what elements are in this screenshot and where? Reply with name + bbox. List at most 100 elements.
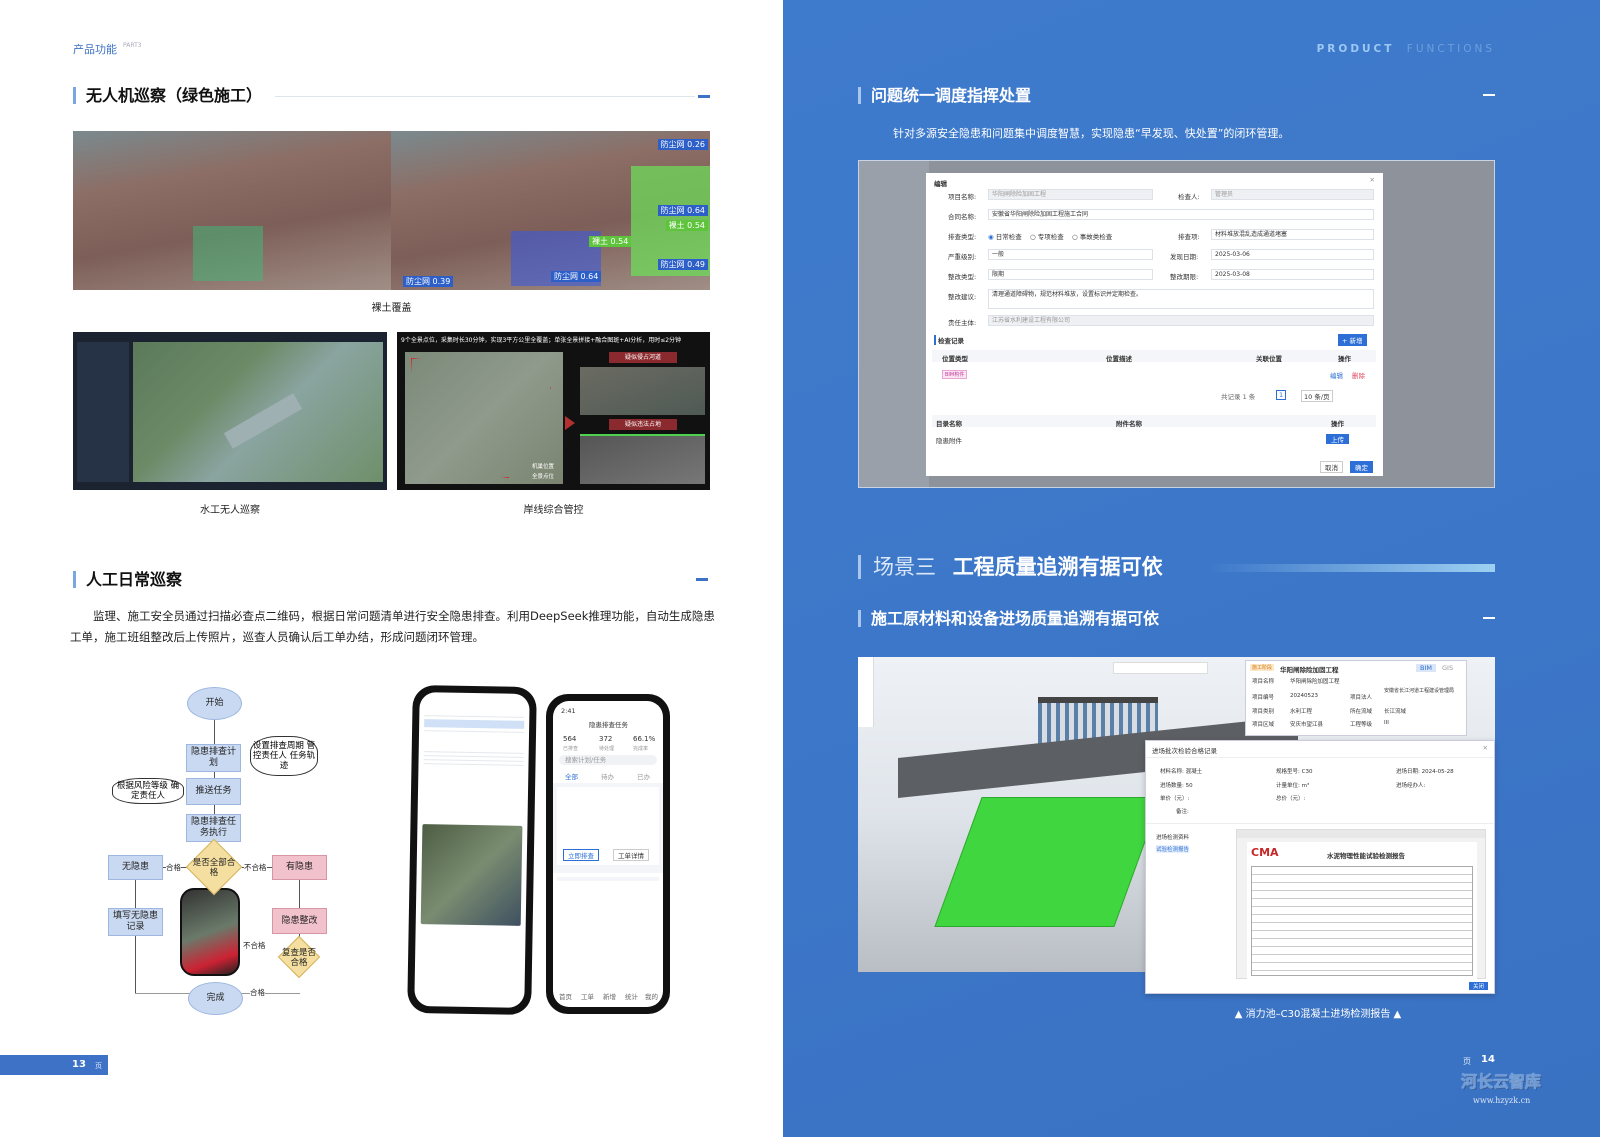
material-field: 进场数量: 50 <box>1160 783 1193 789</box>
nav-add[interactable]: 新增 <box>603 993 616 1001</box>
manual-paragraph: 监理、施工安全员通过扫描必查点二维码，根据日常问题清单进行安全隐患排查。利用De… <box>70 609 715 644</box>
edit-link[interactable]: 编辑 <box>1330 372 1343 380</box>
page-size-select[interactable]: 10 条/页 <box>1301 390 1333 402</box>
detection-tag: 防尘网 0.64 <box>551 271 602 282</box>
header-word-product: PRODUCT <box>1316 43 1395 55</box>
phone-search-input[interactable]: 搜索计划/任务 <box>559 755 657 765</box>
tree-item-selected[interactable]: 试验检测报告 <box>1156 845 1190 853</box>
info-key: 项目区域 <box>1252 722 1275 728</box>
project-title: 华阳闸除险加固工程 <box>1280 666 1339 674</box>
top-toolbar[interactable] <box>1113 662 1208 674</box>
rectify-type-select[interactable]: 限期 <box>988 269 1153 280</box>
caption-hydraulic: 水工无人巡察 <box>200 505 260 516</box>
project-name-field[interactable]: 华阳闸除险加固工程 <box>988 189 1153 200</box>
info-value: 水利工程 <box>1290 709 1313 715</box>
tab-bim[interactable]: BIM <box>1416 664 1436 672</box>
field-label: 检查人: <box>1178 193 1200 201</box>
status-badge: 施工阶段 <box>1250 664 1275 671</box>
contract-field[interactable]: 安徽省华阳闸除险加固工程施工合同 <box>988 209 1374 220</box>
section-title-manual: 人工日常巡察 <box>73 571 182 588</box>
deadline-field[interactable]: 2025-03-08 <box>1211 269 1374 280</box>
hydraulic-drone-screenshot <box>73 332 387 490</box>
section-dash <box>696 578 708 581</box>
triangle-icon: ▲ <box>1393 1009 1402 1020</box>
start-inspection-button[interactable]: 立即排查 <box>563 849 599 861</box>
flow-execute: 隐患排查任务执行 <box>186 814 241 842</box>
records-title: 检查记录 <box>934 335 964 345</box>
severity-select[interactable]: 一般 <box>988 249 1153 260</box>
project-info-panel: 施工阶段 华阳闸除险加固工程 BIM GIS 项目名称 华阳闸除险加固工程 项目… <box>1245 660 1467 736</box>
shoreline-banner: 9个全景点位，采集时长30分钟，实现3平方公里全覆盖；单张全景拼接+融合图斑+A… <box>401 337 682 344</box>
material-field: 单价（元）: <box>1160 796 1190 802</box>
delete-link[interactable]: 删除 <box>1352 372 1365 380</box>
subsection-title: 施工原材料和设备进场质量追溯有据可依 <box>858 610 1159 627</box>
radio-accident[interactable]: ○ 事故类检查 <box>1072 233 1113 241</box>
upload-button[interactable]: 上传 <box>1326 434 1349 444</box>
flow-label-fail-2: 不合格 <box>243 940 266 951</box>
cancel-button[interactable]: 取消 <box>1320 461 1343 473</box>
flow-finish: 完成 <box>188 982 243 1015</box>
phone-screen-tasks: 2:41 隐患排查任务 564 已排查 372 待处理 66.1% 完成率 搜索… <box>553 701 663 1007</box>
field-label: 严重级别: <box>948 253 977 261</box>
table-header: 位置描述 <box>1106 355 1132 363</box>
scene-gradient-bar <box>1208 564 1495 572</box>
phone-tab[interactable]: 待办 <box>601 773 614 781</box>
page-prefix: 页 <box>1463 1057 1471 1066</box>
shoreline-screenshot: 9个全景点位，采集时长30分钟，实现3平方公里全覆盖；单张全景拼接+融合图斑+A… <box>397 332 710 490</box>
header-word-functions: FUNCTIONS <box>1406 43 1495 55</box>
radio-special[interactable]: ○ 专项检查 <box>1030 233 1064 241</box>
detection-tag: 裸土 0.54 <box>589 236 632 247</box>
info-value: 长江流域 <box>1384 709 1407 715</box>
label-illegal-land: 疑似违法占地 <box>609 419 677 430</box>
close-icon[interactable]: ✕ <box>1369 176 1375 184</box>
view-toolbar[interactable] <box>858 657 874 727</box>
nav-profile[interactable]: 我的 <box>645 993 658 1001</box>
found-date-field[interactable]: 2025-03-06 <box>1211 249 1374 260</box>
page-suffix: 页 <box>95 1062 102 1070</box>
flow-push: 推送任务 <box>186 778 241 805</box>
info-key: 项目名称 <box>1252 679 1275 685</box>
detection-tag: 防尘网 0.49 <box>657 259 708 270</box>
phone-left <box>407 684 537 1016</box>
nav-home[interactable]: 首页 <box>559 993 572 1001</box>
field-label: 项目名称: <box>948 193 977 201</box>
info-key: 工程等级 <box>1350 722 1373 728</box>
table-header: 目录名称 <box>936 420 962 428</box>
flow-rectify: 隐患整改 <box>272 908 327 934</box>
nav-stats[interactable]: 统计 <box>625 993 638 1001</box>
left-page: 产品功能 PART3 无人机巡察（绿色施工） 防尘网 0.26 防尘网 0.64… <box>0 0 783 1137</box>
flow-has-hazard: 有隐患 <box>272 855 327 880</box>
table-header: 附件名称 <box>1116 420 1142 428</box>
check-item-field[interactable]: 材料堆放混乱造成通道堵塞 <box>1211 229 1374 240</box>
position-type-tag: BIM构件 <box>942 370 968 379</box>
nav-orders[interactable]: 工单 <box>581 993 594 1001</box>
order-detail-button[interactable]: 工单详情 <box>613 849 649 861</box>
divider <box>275 96 695 97</box>
legend-nest: 机巢位置 <box>532 464 555 470</box>
confirm-button[interactable]: 确定 <box>1350 461 1373 473</box>
material-field: 进场日期: 2024-05-28 <box>1396 769 1454 775</box>
add-record-button[interactable]: + 新增 <box>1338 334 1367 346</box>
page-header-en: PRODUCT FUNCTIONS <box>1317 43 1495 55</box>
pagination-page[interactable]: 1 <box>1276 390 1287 400</box>
info-value: 安庆市望江县 <box>1290 722 1324 728</box>
responsible-field[interactable]: 江苏省水利建设工程有限公司 <box>988 315 1374 326</box>
stat-value: 66.1% <box>633 735 656 743</box>
section-title-drone: 无人机巡察（绿色施工） <box>73 87 262 104</box>
close-icon[interactable]: ✕ <box>1482 744 1488 752</box>
phone-tab[interactable]: 已办 <box>637 773 650 781</box>
tab-gis[interactable]: GIS <box>1442 664 1454 672</box>
suggestion-textarea[interactable]: 清理通道障碍物，规范材料堆放，设置标识并定期检查。 <box>988 289 1374 309</box>
section-dash <box>1483 617 1495 619</box>
close-button[interactable]: 关闭 <box>1468 982 1488 990</box>
drone-photo-original <box>73 131 391 290</box>
tree-item[interactable]: 进场检测资料 <box>1156 835 1190 841</box>
phone-tab[interactable]: 全部 <box>565 773 578 781</box>
report-title: 水泥物理性能试验检测报告 <box>1327 852 1405 860</box>
inspector-field[interactable]: 管理员 <box>1211 189 1374 200</box>
page-header-label: 产品功能 <box>73 43 117 56</box>
material-popup: 进场批次检验合格记录 ✕ 材料名称: 混凝土 规格型号: C30 进场日期: 2… <box>1145 740 1495 994</box>
table-header: 位置类型 <box>942 355 968 363</box>
detection-tag: 防尘网 0.39 <box>403 276 454 287</box>
radio-daily[interactable]: ◉ 日常检查 <box>988 233 1022 241</box>
